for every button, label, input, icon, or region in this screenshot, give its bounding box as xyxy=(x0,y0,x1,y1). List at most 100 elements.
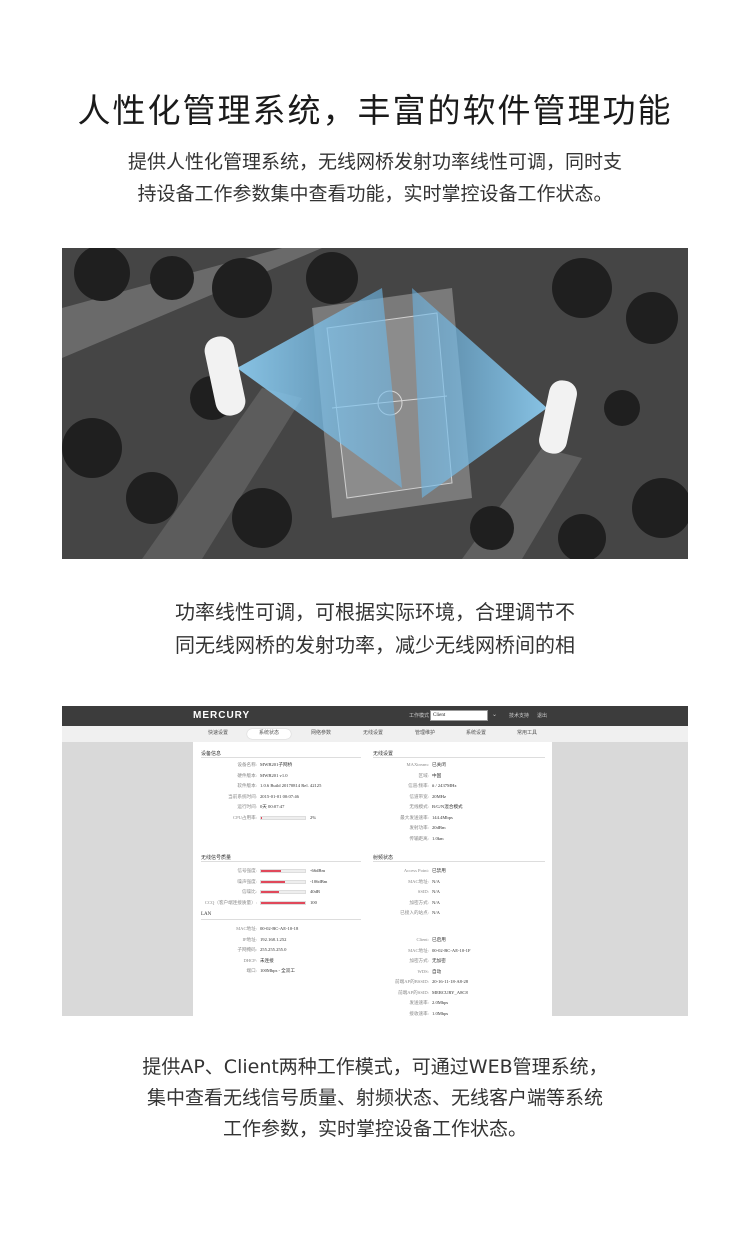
status-key: CCQ（客户端连接质量）: xyxy=(204,899,257,905)
logout-link[interactable]: 退出 xyxy=(537,714,548,719)
status-row: 无线模式:B/G/N混合模式 xyxy=(365,804,549,810)
wireless-bridge-left xyxy=(204,336,246,416)
status-row: MAC地址:00-02-BC-AE-10-1F xyxy=(365,948,549,954)
status-key: 信道带宽: xyxy=(409,793,429,799)
status-row: CCQ（客户端连接质量）: 100 xyxy=(193,900,377,906)
status-key: 噪声强度: xyxy=(237,878,257,884)
status-value: 20dBm xyxy=(432,825,446,830)
status-key: WDS: xyxy=(417,968,429,974)
status-row: 运行时间:0天 00:07:47 xyxy=(193,804,377,810)
tab-system-settings[interactable]: 系统设置 xyxy=(465,731,486,736)
status-row: MAXtream:已关闭 xyxy=(365,762,549,768)
status-key: 传输距离: xyxy=(409,835,429,841)
status-row: 噪声强度:-106dBm xyxy=(193,879,377,885)
signal-bar xyxy=(260,890,306,894)
status-value: 1.0km xyxy=(432,835,444,841)
status-row: 已接入的站点:N/A xyxy=(365,910,549,916)
tab-system-status[interactable]: 系统状态 xyxy=(247,729,291,739)
status-key: IP地址: xyxy=(242,936,257,942)
status-row: 前端AP的SSID:MERCURY_A8C8 xyxy=(365,990,549,996)
status-value: 未连接 xyxy=(260,957,274,963)
aerial-illustration xyxy=(62,248,688,559)
intro-text: 提供人性化管理系统，无线网桥发射功率线性可调，同时支 持设备工作参数集中查看功能… xyxy=(0,146,750,210)
status-row: 发射功率:20dBm xyxy=(365,825,549,831)
status-value: B/G/N混合模式 xyxy=(432,804,463,809)
status-value: 255.255.255.0 xyxy=(260,947,287,952)
intro-line-1: 提供人性化管理系统，无线网桥发射功率线性可调，同时支 xyxy=(127,151,622,173)
status-key: MAC地址: xyxy=(408,878,429,884)
chevron-down-icon: ⌄ xyxy=(491,712,497,718)
cpu-usage-fill xyxy=(261,816,262,819)
intro-line-2: 持设备工作参数集中查看功能，实时掌控设备工作状态。 xyxy=(137,183,613,205)
aerial-photo xyxy=(62,248,688,559)
status-key: 加密方式: xyxy=(409,899,429,905)
status-row: 硬件版本:MWB201 v1.0 xyxy=(193,773,377,779)
status-key: MAC地址: xyxy=(408,947,429,953)
tab-network[interactable]: 网络参数 xyxy=(310,731,331,736)
status-key: DHCP: xyxy=(243,957,257,963)
status-value: 2015-01-01 00:07:46 xyxy=(260,793,299,799)
status-key: 区域: xyxy=(418,772,429,778)
caption-power-line-1: 功率线性可调，可根据实际环境，合理调节不 xyxy=(175,600,575,624)
status-value: 无加密 xyxy=(432,958,446,963)
status-key: Access Point: xyxy=(403,868,429,873)
status-key: 无线模式: xyxy=(409,804,429,809)
status-value: MWB201 v1.0 xyxy=(260,772,288,778)
work-mode-value: Client xyxy=(433,713,446,718)
status-value: 00-02-BC-AE-10-1F xyxy=(432,947,471,953)
work-mode-select[interactable]: Client ⌄ xyxy=(430,710,497,721)
web-management-screenshot: MERCURY 工作模式 Client ⌄ 技术支持 退出 快速设置 系统状态 … xyxy=(62,706,688,1016)
ui-nav-tabs: 快速设置 系统状态 网络参数 无线设置 管理维护 系统设置 常用工具 xyxy=(62,726,688,742)
status-row: 前端AP的BSSID:20-16-11-18-A8-28 xyxy=(365,979,549,985)
status-row: 当前系统时间:2015-01-01 00:07:46 xyxy=(193,794,377,800)
status-value: N/A xyxy=(432,889,440,894)
tab-tools[interactable]: 常用工具 xyxy=(516,731,537,736)
status-row: 信噪比: 40dB xyxy=(193,889,377,895)
status-key: Client: xyxy=(416,937,429,942)
status-value: 100 xyxy=(310,899,317,905)
divider xyxy=(373,861,545,862)
signal-bar-fill xyxy=(261,870,281,872)
wireless-bridge-right xyxy=(539,380,577,454)
status-key: 运行时间: xyxy=(237,804,257,809)
support-link[interactable]: 技术支持 xyxy=(509,714,530,719)
status-row: 信号强度:-66dBm xyxy=(193,868,377,874)
status-value: N/A xyxy=(432,899,440,905)
status-row: MAC地址:00-02-BC-AE-10-18 xyxy=(193,926,377,932)
divider xyxy=(201,919,361,920)
status-key: 信噪比: xyxy=(241,889,257,894)
status-row: 信道/频率:# / 2437MHz xyxy=(365,783,549,789)
status-row: DHCP:未连接 xyxy=(193,958,377,964)
status-key: 信道/频率: xyxy=(408,783,429,788)
tab-management[interactable]: 管理维护 xyxy=(414,731,435,736)
status-value: 1.0.6 Build 20170814 Rel. 42125 xyxy=(260,783,322,788)
status-row: 传输距离:1.0km xyxy=(365,836,549,842)
tab-quick-setup[interactable]: 快速设置 xyxy=(207,731,228,736)
lan-title: LAN xyxy=(201,912,212,917)
status-row: CPU占用率:2% xyxy=(193,815,377,821)
status-value: 20MHz xyxy=(432,793,447,799)
status-key: 软件版本: xyxy=(237,783,257,788)
status-row: 加密方式:N/A xyxy=(365,900,549,906)
status-key: 前端AP的BSSID: xyxy=(395,979,429,984)
status-row: Access Point:已禁用 xyxy=(365,868,549,874)
status-key: 端口: xyxy=(246,968,257,973)
status-value: 中国 xyxy=(432,772,442,778)
status-value: 40dB xyxy=(310,889,320,894)
status-row: 区域:中国 xyxy=(365,773,549,779)
status-row: 软件版本:1.0.6 Build 20170814 Rel. 42125 xyxy=(193,783,377,789)
divider xyxy=(201,757,361,758)
status-row: 信道带宽:20MHz xyxy=(365,794,549,800)
signal-bar-fill xyxy=(261,891,279,893)
status-key: CPU占用率: xyxy=(233,814,257,820)
status-key: MAXtream: xyxy=(406,762,429,767)
status-key: 接收速率: xyxy=(409,1010,429,1016)
status-value: # / 2437MHz xyxy=(432,783,457,788)
signal-bar xyxy=(260,869,306,873)
status-value: 已禁用 xyxy=(432,868,446,873)
status-key: MAC地址: xyxy=(236,926,257,931)
signal-bar xyxy=(260,900,306,905)
caption-modes-line-1: 提供AP、Client两种工作模式，可通过WEB管理系统， xyxy=(142,1056,608,1078)
tab-wireless[interactable]: 无线设置 xyxy=(362,731,383,736)
